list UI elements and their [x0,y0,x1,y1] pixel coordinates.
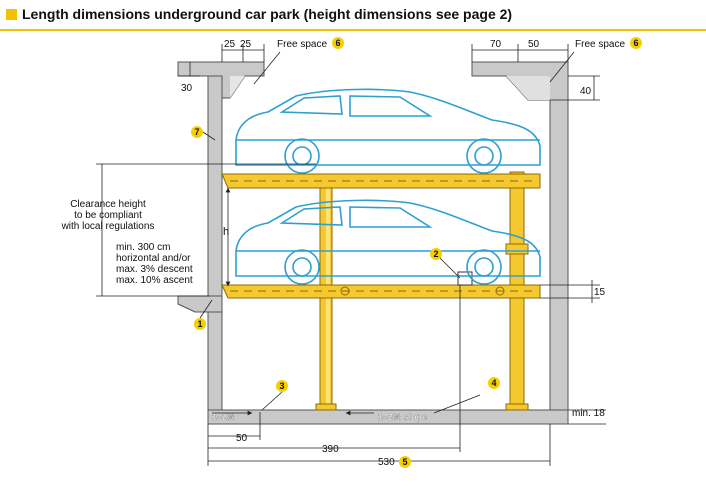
platforms [221,173,541,299]
dimension-labels: 25 25 70 50 30 40 15 min. 18 50 390 530 … [181,39,606,468]
entry-line-4: max. 10% ascent [116,275,193,286]
left-wall [207,75,223,297]
clearance-line-2: to be compliant [74,210,142,221]
upper-car-icon [235,88,541,174]
svg-text:3: 3 [279,381,284,391]
clearance-line-1: Clearance height [70,199,146,210]
building-structure [177,61,569,425]
floor-slope-label: 1–2% slope [378,412,427,422]
badge-3: 3 [276,380,288,392]
svg-text:5: 5 [402,457,407,467]
svg-text:7: 7 [194,127,199,137]
dim-top-left-b: 25 [240,39,252,50]
badge-2: 2 [430,248,442,260]
badges: 6 6 7 1 2 3 4 5 [191,37,642,468]
badge-leaders [199,131,461,411]
entry-line-2: horizontal and/or [116,253,191,264]
dim-platform-gap: 15 [594,287,606,298]
dim-floor-min: min. 18 [572,408,605,419]
page-title: Length dimensions underground car park (… [22,6,513,22]
entry-line-3: max. 3% descent [116,264,193,275]
badge-5: 5 [399,456,411,468]
lower-platform [221,284,541,299]
svg-text:1: 1 [197,319,202,329]
svg-text:6: 6 [335,38,340,48]
pit-floor [207,409,569,425]
free-space-right-zone [506,76,550,100]
slope-left-label: 1–2% [212,412,235,422]
clearance-line-3: with local regulations [61,221,155,232]
badge-6-right: 6 [630,37,642,49]
dim-ceiling-depth: 30 [181,83,193,94]
platform-roller [340,286,350,296]
wheel-stop [457,271,473,286]
header-bullet-icon [6,9,17,20]
lower-car-icon [235,199,541,285]
pit-left-wall [207,299,223,425]
entry-ledge [177,295,223,313]
entry-line-1: min. 300 cm [116,242,170,253]
dimension-lines [96,44,606,466]
header-divider [0,29,706,31]
dim-right-offset: 40 [580,86,592,97]
front-column-bracket [505,243,529,255]
free-space-left-label: Free space [277,39,327,50]
dim-top-left-a: 25 [224,39,236,50]
dim-height-symbol: h [223,226,229,238]
platform-roller [495,286,505,296]
dim-span-50: 50 [236,433,248,444]
free-space-right-label: Free space [575,39,625,50]
dim-top-right-a: 70 [490,39,502,50]
rear-column-foot [315,403,337,411]
dim-span-390: 390 [322,444,339,455]
badge-1: 1 [194,318,206,330]
free-space-left-zone [230,76,245,98]
dim-top-right-b: 50 [528,39,540,50]
text-labels: Free space Free space Clearance height t… [61,39,626,422]
svg-text:4: 4 [491,378,496,388]
dim-span-530: 530 [378,457,395,468]
front-column-foot [505,403,529,411]
upper-platform [221,173,541,189]
badge-6-left: 6 [332,37,344,49]
badge-7: 7 [191,126,203,138]
badge-4: 4 [488,377,500,389]
svg-text:6: 6 [633,38,638,48]
svg-text:2: 2 [433,249,438,259]
page-header: Length dimensions underground car park (… [0,0,706,31]
